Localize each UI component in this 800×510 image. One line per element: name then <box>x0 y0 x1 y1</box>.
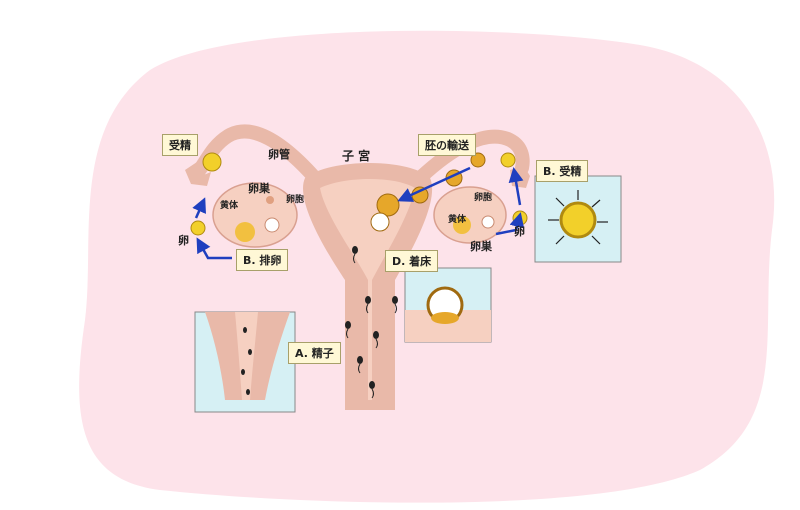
egg-right-label: 卵 <box>514 225 525 238</box>
egg-left <box>190 220 206 236</box>
ovulation-box: B. 排卵 <box>236 249 289 271</box>
uterus-label: 子 宮 <box>342 149 371 163</box>
uterus-cavity <box>320 179 415 400</box>
implantation-box: D. 着床 <box>385 250 439 272</box>
corpus-right-label: 黄体 <box>448 215 467 225</box>
corpus-left-label: 黄体 <box>220 201 239 211</box>
follicle-left-label: 卵胞 <box>286 195 305 205</box>
inset-sperm-canal <box>235 312 258 400</box>
egg-left-label: 卵 <box>178 234 189 247</box>
arrow-to-fertilization-left <box>192 197 206 219</box>
oviduct-label: 卵管 <box>268 148 290 161</box>
inset-egg <box>559 201 597 239</box>
embryo-transport-box: 胚の輸送 <box>418 134 476 156</box>
blastocyst-in-uterus <box>376 193 400 217</box>
embryo-1 <box>470 152 486 168</box>
arrow-ovulation-left <box>196 237 232 260</box>
egg-fertilized-left <box>202 152 222 172</box>
fertilization-left-box: 受精 <box>162 134 198 156</box>
implanted-embryo <box>370 212 390 232</box>
inset-blastocyst-mass <box>431 312 459 324</box>
ovary-right-label: 卵巣 <box>470 240 492 253</box>
ovary-left-label: 卵巣 <box>248 182 270 195</box>
sperm-group <box>345 246 398 399</box>
right-oviduct <box>413 129 530 185</box>
arrow-ovulation-right <box>495 212 525 236</box>
right-corpus-luteum <box>453 216 471 234</box>
right-follicle <box>481 215 495 229</box>
inset-sperm-around-egg <box>548 190 608 245</box>
inset-sperm-cells <box>241 327 252 395</box>
follicle-right-label: 卵胞 <box>474 193 493 203</box>
right-ovary <box>433 186 507 244</box>
egg-right-tube <box>500 152 516 168</box>
left-follicle-small <box>266 196 274 204</box>
left-fimbriae <box>185 162 211 186</box>
arrow-embryo-transport <box>397 166 471 202</box>
fertilization-right-box: B. 受精 <box>536 160 589 182</box>
left-corpus-luteum <box>235 222 255 242</box>
left-follicle <box>264 217 280 233</box>
arrow-to-tube-right <box>508 167 524 206</box>
sperm-box: A. 精子 <box>288 342 341 364</box>
